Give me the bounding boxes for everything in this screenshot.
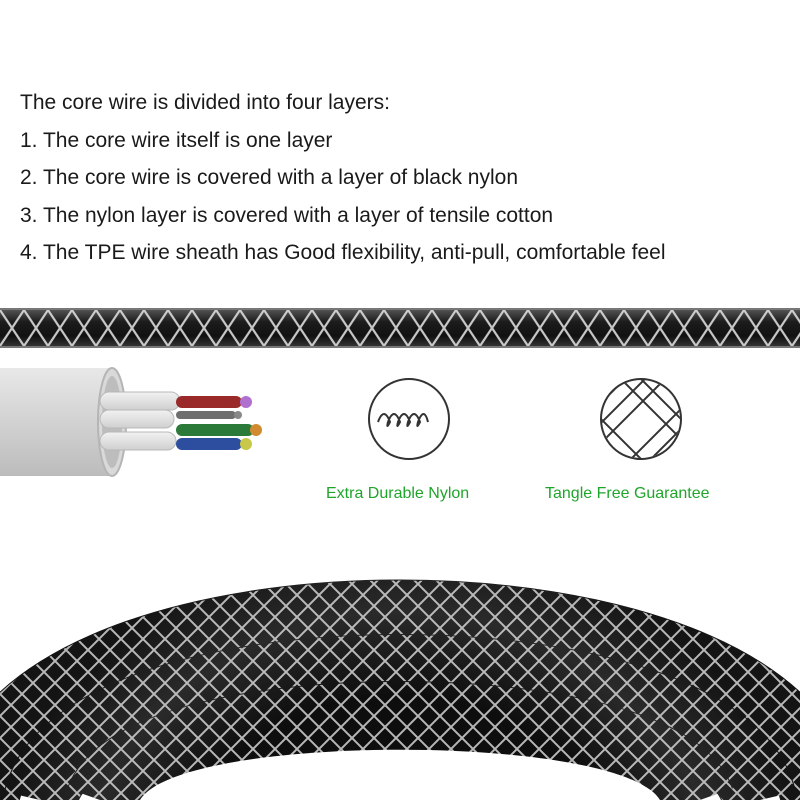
cable-cross-section-illustration [0, 367, 262, 477]
coiled-braided-cable [0, 579, 800, 800]
coil-spring-icon [368, 378, 450, 460]
layer-item-4: 4. The TPE wire sheath has Good flexibil… [20, 241, 666, 264]
description-heading: The core wire is divided into four layer… [20, 91, 390, 114]
feature-label-tangle: Tangle Free Guarantee [545, 485, 710, 502]
braided-cable-band [0, 308, 800, 348]
layer-item-3: 3. The nylon layer is covered with a lay… [20, 203, 554, 227]
feature-label-nylon: Extra Durable Nylon [326, 485, 470, 502]
layer-item-1: 1. The core wire itself is one layer [20, 128, 333, 152]
layer-item-2: 2. The core wire is covered with a layer… [20, 166, 519, 189]
woven-grid-icon [600, 378, 682, 460]
core-layers-description: The core wire is divided into four layer… [20, 84, 790, 272]
